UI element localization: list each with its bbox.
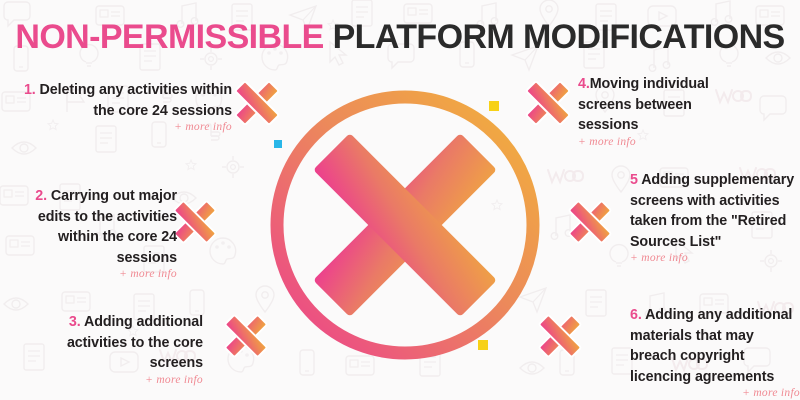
- item-text-3: 3. Adding additional activities to the c…: [45, 312, 203, 374]
- accent-square-yellow: [478, 340, 488, 350]
- item-text-5: 5 Adding supplementary screens with acti…: [630, 170, 798, 252]
- list-item[interactable]: 4.Moving individual screens between sess…: [578, 74, 738, 148]
- item-number-5: 5: [630, 172, 638, 188]
- x-mark-icon: [568, 200, 612, 244]
- item-body-5: Adding supplementary screens with activi…: [630, 172, 795, 250]
- accent-square-cyan: [274, 140, 282, 148]
- item-body-6: Adding any additional materials that may…: [630, 307, 793, 385]
- item-number-3: 3.: [68, 314, 81, 330]
- item-body-4: Moving individual screens between sessio…: [578, 76, 709, 133]
- item-number-1: 1.: [23, 82, 36, 98]
- item-number-6: 6.: [630, 307, 642, 323]
- list-item[interactable]: 3. Adding additional activities to the c…: [45, 312, 203, 386]
- more-info-link-1[interactable]: + more info: [174, 121, 232, 133]
- more-info-link-6[interactable]: + more info: [742, 387, 800, 399]
- item-number-4: 4.: [578, 76, 590, 92]
- item-text-4: 4.Moving individual screens between sess…: [578, 74, 738, 136]
- list-item[interactable]: 1. Deleting any activities within the co…: [10, 80, 232, 133]
- item-text-6: 6. Adding any additional materials that …: [630, 305, 800, 387]
- item-number-2: 2.: [35, 188, 48, 204]
- more-info-link-4[interactable]: + more info: [578, 135, 636, 148]
- list-item[interactable]: 6. Adding any additional materials that …: [630, 305, 800, 399]
- item-body-2: Carrying out major edits to the activiti…: [37, 188, 177, 266]
- x-mark-icon: [525, 80, 571, 126]
- list-item[interactable]: 2. Carrying out major edits to the activ…: [2, 186, 177, 280]
- more-info-link-2[interactable]: + more info: [119, 268, 177, 280]
- more-info-link-3[interactable]: + more info: [145, 373, 203, 386]
- x-mark-icon: [538, 314, 582, 358]
- item-body-1: Deleting any activities within the core …: [39, 82, 233, 119]
- circle-x-icon: [270, 90, 540, 360]
- title-rest: PLATFORM MODIFICATIONS: [332, 18, 786, 56]
- x-mark-icon: [173, 200, 217, 244]
- page-title: NON-PERMISSIBLE PLATFORM MODIFICATIONS: [0, 18, 800, 57]
- more-info-link-5[interactable]: + more info: [630, 252, 688, 264]
- list-item[interactable]: 5 Adding supplementary screens with acti…: [630, 170, 798, 264]
- x-mark-icon: [224, 314, 268, 358]
- x-mark-icon: [234, 80, 280, 126]
- item-text-2: 2. Carrying out major edits to the activ…: [2, 186, 177, 268]
- accent-square-yellow: [489, 101, 499, 111]
- title-highlight: NON-PERMISSIBLE: [15, 18, 324, 56]
- item-body-3: Adding additional activities to the core…: [66, 314, 203, 371]
- item-text-1: 1. Deleting any activities within the co…: [10, 80, 232, 121]
